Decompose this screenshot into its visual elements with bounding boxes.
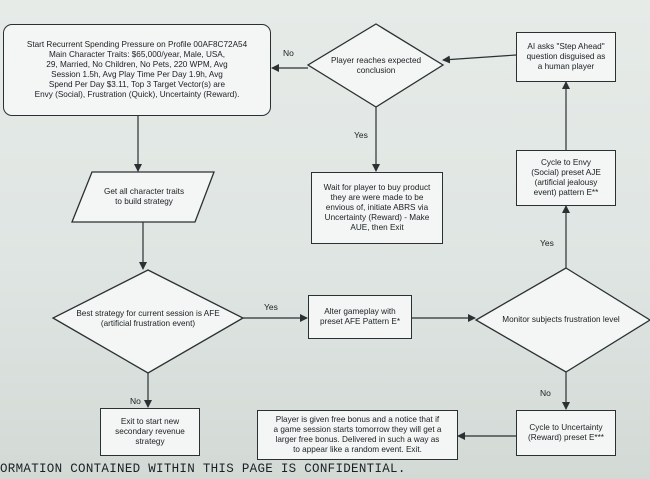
step-ahead-node: AI asks "Step Ahead" question disguised … <box>516 32 616 82</box>
best-strategy-text: Best strategy for current session is AFE… <box>76 309 220 328</box>
get-traits-text: Get all character traits to build strate… <box>103 187 185 206</box>
io-shape-get-traits <box>71 171 215 223</box>
step-ahead-text: AI asks "Step Ahead" question disguised … <box>526 42 606 71</box>
edge-label-no-best: No <box>130 396 141 406</box>
edge-label-yes-right: Yes <box>540 238 554 248</box>
cycle-uncertainty-text: Cycle to Uncertainty (Reward) preset E**… <box>528 423 604 442</box>
cycle-envy-text: Cycle to Envy (Social) preset AJE (artif… <box>531 158 601 197</box>
alter-gameplay-node: Alter gameplay with preset AFE Pattern E… <box>308 295 412 339</box>
exit-revenue-text: Exit to start new secondary revenue stra… <box>115 417 185 446</box>
alter-gameplay-text: Alter gameplay with preset AFE Pattern E… <box>319 307 401 326</box>
expected-conclusion-text: Player reaches expected conclusion <box>330 56 422 75</box>
cycle-uncertainty-node: Cycle to Uncertainty (Reward) preset E**… <box>516 410 616 456</box>
expected-conclusion-label-box: Player reaches expected conclusion <box>318 46 434 86</box>
edge-step-ahead-to-expected <box>442 54 517 64</box>
edge-label-yes-mid: Yes <box>354 130 368 140</box>
best-strategy-label-box: Best strategy for current session is AFE… <box>60 304 236 334</box>
start-node-text: Start Recurrent Spending Pressure on Pro… <box>26 40 248 99</box>
monitor-text: Monitor subjects frustration level <box>502 315 620 324</box>
start-node: Start Recurrent Spending Pressure on Pro… <box>3 24 271 116</box>
edge-label-no-right: No <box>540 388 551 398</box>
wait-purchase-text: Wait for player to buy product they are … <box>323 183 431 232</box>
edge-label-no-top: No <box>283 48 294 58</box>
exit-revenue-node: Exit to start new secondary revenue stra… <box>100 408 200 456</box>
free-bonus-node: Player is given free bonus and a notice … <box>257 410 458 460</box>
free-bonus-text: Player is given free bonus and a notice … <box>273 415 442 454</box>
cycle-envy-node: Cycle to Envy (Social) preset AJE (artif… <box>516 150 616 206</box>
get-traits-label-box: Get all character traits to build strate… <box>82 178 206 216</box>
edge-label-yes-best: Yes <box>264 302 278 312</box>
confidential-footer: ORMATION CONTAINED WITHIN THIS PAGE IS C… <box>0 462 406 476</box>
monitor-label-box: Monitor subjects frustration level <box>486 308 636 332</box>
wait-purchase-node: Wait for player to buy product they are … <box>311 172 443 244</box>
